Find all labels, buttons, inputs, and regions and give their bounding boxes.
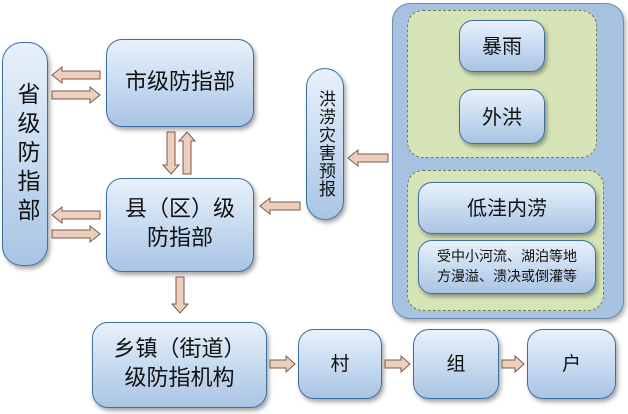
- rainstorm-label: 暴雨: [482, 34, 522, 58]
- household-label: 户: [561, 352, 581, 375]
- county-label-line1: 县（区）级: [124, 197, 235, 223]
- arrow-province-to-city: [51, 85, 101, 105]
- arrow-township-to-village: [269, 354, 296, 374]
- note-line1: 受中小河流、湖泊等地: [437, 248, 577, 265]
- province-node: 省级防指部: [2, 42, 48, 266]
- external-flood-label: 外洪: [482, 104, 522, 129]
- arrow-city-to-province: [51, 65, 101, 85]
- waterlogging-note: 受中小河流、湖泊等地 方漫溢、溃决或倒灌等: [418, 240, 596, 294]
- external-flood-node: 外洪: [459, 89, 545, 144]
- arrow-group-to-household: [501, 354, 525, 374]
- arrow-county-to-province: [51, 205, 101, 225]
- arrow-county-to-township: [170, 276, 190, 314]
- county-label-line2: 防指部: [146, 226, 213, 251]
- lowland-waterlogging-node: 低洼内涝: [418, 182, 596, 234]
- county-node: 县（区）级 防指部: [106, 178, 254, 272]
- arrow-province-to-county: [51, 224, 101, 244]
- note-line2: 方漫溢、溃决或倒灌等: [437, 269, 577, 285]
- village-label: 村: [330, 352, 350, 375]
- province-label: 省级防指部: [12, 81, 39, 227]
- village-node: 村: [298, 329, 382, 399]
- arrow-panel-to-forecast: [347, 148, 389, 168]
- group-node: 组: [413, 329, 499, 399]
- forecast-label: 洪涝灾害预报: [315, 90, 336, 198]
- city-label: 市级防指部: [124, 69, 235, 95]
- township-node: 乡镇（街道） 级防指机构: [92, 322, 267, 408]
- lowland-waterlogging-label: 低洼内涝: [467, 196, 547, 220]
- arrow-county-to-city: [177, 131, 197, 175]
- township-label-line2: 级防指机构: [124, 366, 235, 391]
- rainstorm-node: 暴雨: [459, 20, 545, 72]
- household-node: 户: [527, 329, 616, 399]
- township-label-line1: 乡镇（街道）: [113, 337, 246, 363]
- arrow-forecast-to-county: [259, 196, 301, 216]
- arrow-village-to-group: [384, 354, 411, 374]
- forecast-node: 洪涝灾害预报: [306, 68, 344, 220]
- city-node: 市级防指部: [106, 39, 254, 127]
- arrow-city-to-county: [161, 131, 181, 175]
- group-label: 组: [446, 352, 466, 375]
